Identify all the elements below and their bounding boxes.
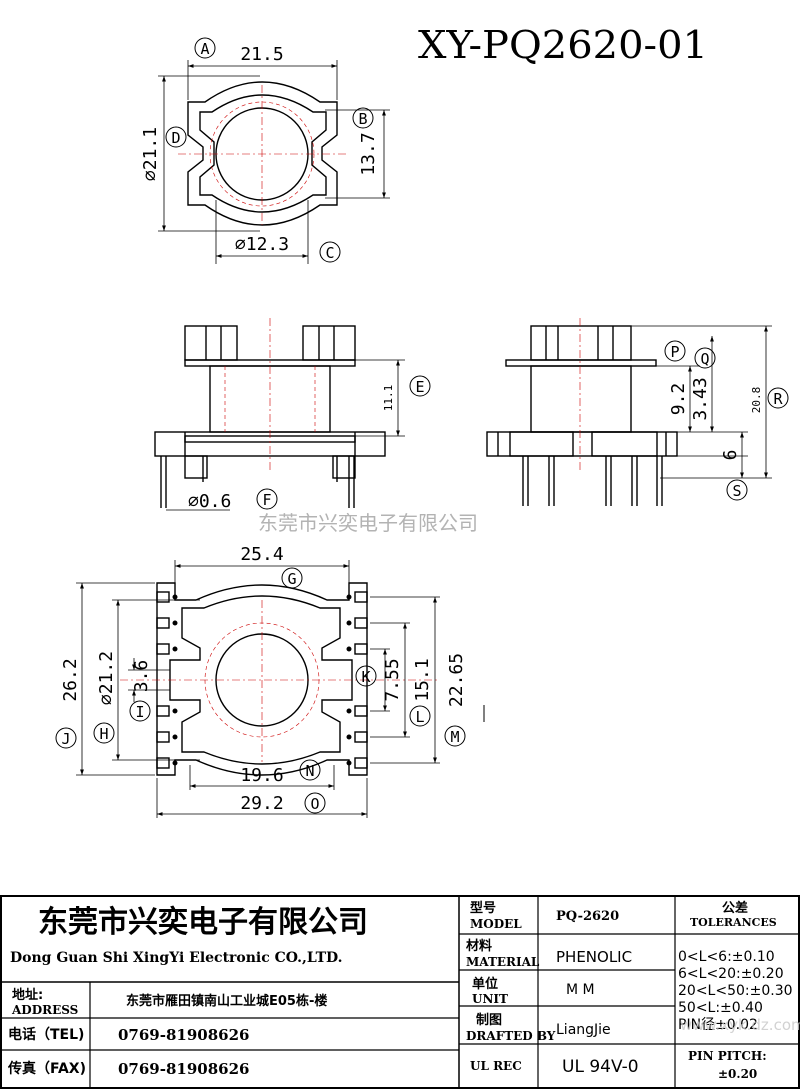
unit-label-cn: 单位 (472, 976, 498, 992)
drawing-title: XY-PQ2620-01 (418, 23, 708, 67)
dim-s-value: 6 (720, 450, 741, 461)
ulrec-label: UL REC (470, 1059, 522, 1073)
title-block (0, 895, 800, 1089)
top-view (158, 60, 390, 264)
tag-q: Q (700, 350, 709, 368)
tag-g: G (287, 570, 296, 588)
tag-f: F (262, 491, 271, 509)
tag-k: K (361, 668, 370, 686)
tolerance-row-1: 0<L<6:±0.10 (678, 949, 775, 965)
dim-k-value: 7.55 (382, 658, 403, 701)
tag-o: O (310, 795, 319, 813)
tag-j: J (61, 730, 70, 748)
tag-d: D (171, 129, 180, 147)
side-view (486, 318, 772, 506)
tolerance-row-4: 50<L:±0.40 (678, 1000, 763, 1016)
front-view (154, 318, 405, 511)
fax-label: 传真（FAX) (7, 1060, 86, 1077)
drafted-label-en: DRAFTED BY (466, 1029, 556, 1043)
tolerance-label-en: TOLERANCES (690, 916, 777, 929)
dim-i-value: 3.6 (131, 660, 152, 693)
material-label-cn: 材料 (466, 938, 492, 954)
front-view-labels: 11.1 E ⌀0.6 F (188, 375, 431, 512)
tag-n: N (305, 762, 314, 780)
dim-e-value: 11.1 (382, 385, 395, 412)
dim-j-value: 26.2 (60, 658, 81, 701)
unit-value: M M (566, 982, 595, 998)
material-value: PHENOLIC (556, 948, 632, 966)
dim-l-value: 15.1 (412, 658, 433, 701)
dim-r-value: 20.8 (750, 387, 763, 414)
dim-q-value: 3.43 (690, 377, 711, 420)
tag-h: H (99, 725, 108, 743)
unit-label-en: UNIT (472, 992, 508, 1006)
dim-c-value: ⌀12.3 (235, 234, 289, 255)
dim-f-value: ⌀0.6 (188, 491, 231, 512)
dim-o-value: 29.2 (240, 793, 283, 814)
tel-value: 0769-81908626 (118, 1026, 249, 1044)
dim-n-value: 19.6 (240, 765, 283, 786)
watermark-text: 东莞市兴奕电子有限公司 (258, 511, 478, 535)
model-label-cn: 型号 (470, 900, 496, 916)
tag-b: B (358, 110, 367, 128)
side-view-labels: P Q 9.2 3.43 20.8 R 6 S (664, 340, 789, 501)
tag-a: A (200, 40, 209, 58)
dim-d-value: ⌀21.1 (140, 127, 161, 181)
fax-value: 0769-81908626 (118, 1060, 249, 1078)
tolerance-row-5: PIN径±0.02 (678, 1017, 758, 1033)
material-label-en: MATERIAL (466, 955, 540, 969)
model-value: PQ-2620 (556, 909, 619, 924)
model-label-en: MODEL (470, 917, 522, 931)
title-block-text: 东莞市兴奕电子有限公司 Dong Guan Shi XingYi Electro… (7, 900, 800, 1081)
pin-pitch-value: ±0.20 (718, 1067, 757, 1081)
company-name-en: Dong Guan Shi XingYi Electronic CO.,LTD. (10, 950, 343, 966)
address-label-cn: 地址: (12, 987, 43, 1003)
tag-p: P (670, 343, 679, 361)
dim-m-value: 22.65 (446, 653, 467, 707)
tolerance-row-3: 20<L<50:±0.30 (678, 983, 793, 999)
tag-i: I (135, 703, 144, 721)
dim-g-value: 25.4 (240, 544, 283, 565)
ulrec-value: UL 94V-0 (562, 1057, 639, 1077)
tag-c: C (325, 244, 334, 262)
dim-p-value: 9.2 (668, 383, 689, 416)
address-label-en: ADDRESS (11, 1003, 78, 1017)
bottom-view-labels: 25.4 G 26.2 J ⌀21.2 H 3.6 I K 7.55 15.1 … (55, 544, 467, 814)
tel-label: 电话（TEL) (8, 1026, 84, 1043)
top-view-outline (187, 81, 338, 226)
drafted-value: LiangJie (556, 1022, 611, 1038)
drafted-label-cn: 制图 (476, 1012, 502, 1028)
tolerance-label-cn: 公差 (722, 900, 748, 916)
dim-h-value: ⌀21.2 (96, 651, 117, 705)
tag-l: L (415, 708, 424, 726)
company-name-cn: 东莞市兴奕电子有限公司 (38, 905, 368, 940)
dim-a-value: 21.5 (240, 44, 283, 65)
tag-s: S (732, 482, 741, 500)
top-view-labels: A 21.5 B 13.7 C ⌀12.3 D ⌀21.1 (140, 37, 379, 263)
tag-r: R (773, 390, 783, 408)
bottom-view (76, 560, 485, 818)
watermark-url: www.xyk.dz.com (680, 1016, 800, 1034)
tolerance-row-2: 6<L<20:±0.20 (678, 966, 784, 982)
tag-m: M (450, 728, 459, 746)
address-value: 东莞市雁田镇南山工业城E05栋-楼 (126, 993, 327, 1009)
top-view-inner-outline (199, 94, 327, 213)
bottom-view-outline (156, 582, 368, 776)
tag-e: E (415, 378, 424, 396)
dim-b-value: 13.7 (358, 132, 379, 175)
pin-pitch-label: PIN PITCH: (688, 1049, 767, 1063)
